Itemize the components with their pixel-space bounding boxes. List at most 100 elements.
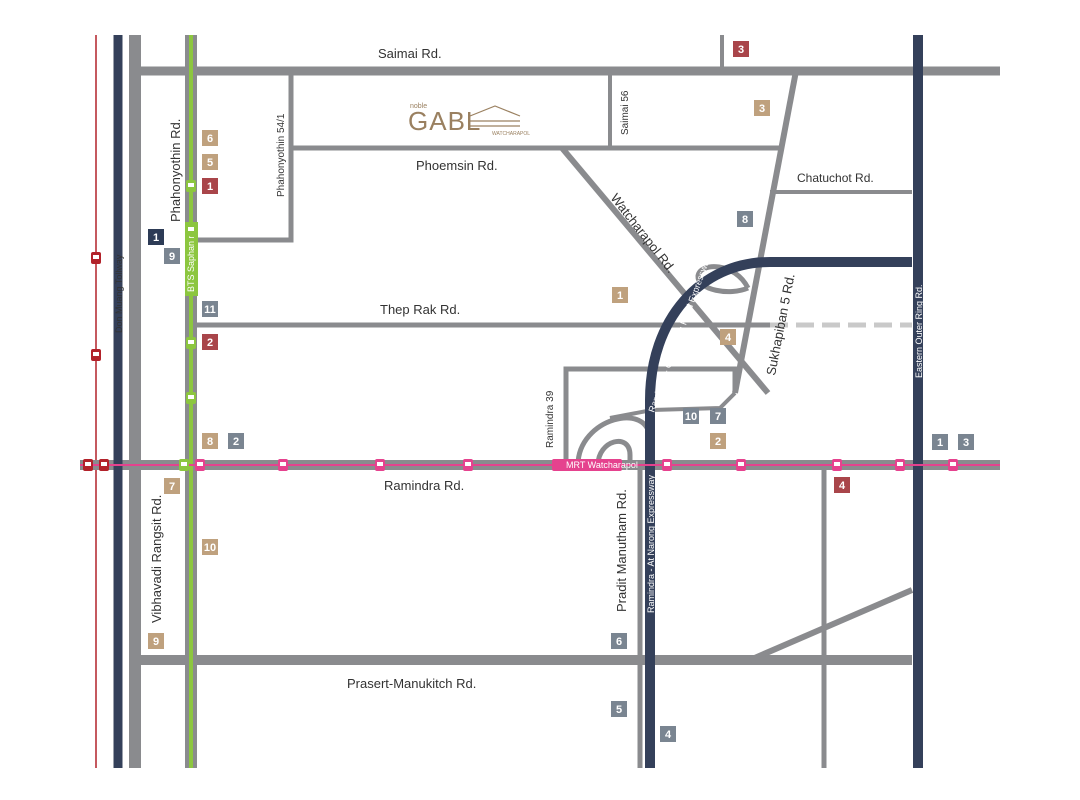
rail-station-icon [99,459,109,471]
mrt-station-icon [832,459,842,471]
mrt-watcharapol-platform [552,459,622,471]
badge-number: 6 [616,636,622,648]
number-badge: 1 [148,229,164,245]
label-phahonyothin: Phahonyothin Rd. [168,119,183,222]
number-badge: 11 [202,301,218,317]
bts-saphan-mai-platform [185,222,198,296]
bts-station-icon [186,224,196,236]
mrt-loop-inner [595,438,633,466]
bts-station-label: BTS Saphan mai [186,224,196,292]
watcharapol-road [559,146,771,395]
project-logo: noble GABL WATCHARAPOL [408,103,530,137]
badge-number: 3 [759,103,765,115]
bts-station-icon [186,392,196,404]
label-ramindra-39: Ramindra 39 [545,390,556,448]
mrt-station-icon [662,459,672,471]
mrt-station-icon [278,459,288,471]
badge-number: 8 [207,436,213,448]
rail-station-icon [83,459,93,471]
badge-number: 9 [169,251,175,263]
badge-number: 1 [153,232,159,244]
badge-number: 2 [207,337,213,349]
badge-number: 9 [153,636,159,648]
badge-number: 5 [616,704,622,716]
label-thep-rak: Thep Rak Rd. [380,302,460,317]
ramindra-outer-ring-expressway [645,257,912,768]
badge-number: 1 [207,181,213,193]
badge-number: 7 [169,481,175,493]
number-badge: 1 [202,178,218,194]
bts-station-icon [179,459,189,471]
project-brand: noble [410,103,427,110]
badge-number: 1 [617,290,623,302]
sukhapiban-5-road [732,70,799,394]
label-saimai: Saimai Rd. [378,46,442,61]
number-badge: 1 [612,287,628,303]
number-badge: 9 [164,248,180,264]
label-chatuchot: Chatuchot Rd. [797,171,874,185]
mrt-station-icon [736,459,746,471]
rail-station-icon [91,349,101,361]
label-watcharapol: Watcharapol Rd. [608,191,679,276]
number-badge: 2 [228,433,244,449]
number-badge: 9 [148,633,164,649]
number-badge: 4 [660,726,676,742]
number-badge: 1 [932,434,948,450]
badge-number: 3 [738,44,744,56]
rail-station-icon [91,252,101,264]
phahonyothin-54-1-road [192,71,294,243]
label-phoemsin: Phoemsin Rd. [416,158,498,173]
number-badge: 6 [611,633,627,649]
badge-number: 6 [207,133,213,145]
label-pradit: Pradit Manutham Rd. [614,489,629,612]
project-roof-icon [469,105,521,127]
number-badge: 3 [754,100,770,116]
mrt-station-icon [375,459,385,471]
project-name: GABL [408,106,481,136]
badge-number: 5 [207,157,213,169]
project-sub: WATCHARAPOL [492,131,530,137]
mrt-station-icon [948,459,958,471]
number-badge: 8 [202,433,218,449]
number-badge: 8 [737,211,753,227]
mrt-pink-line: MRT Watcharapol [80,459,1000,471]
number-badge: 4 [834,477,850,493]
badge-number: 2 [715,436,721,448]
badge-number: 8 [742,214,748,226]
number-badge: 2 [710,433,726,449]
mrt-station-label: MRT Watcharapol [566,460,638,470]
label-ramindra: Ramindra Rd. [384,478,464,493]
label-eastern-outer: Eastern Outer Ring Rd. [914,284,924,378]
badge-number: 1 [937,437,943,449]
badge-number: 3 [963,437,969,449]
bts-station-icon [186,337,196,349]
badge-number: 10 [204,542,216,554]
number-badge: 6 [202,130,218,146]
badge-number: 4 [665,729,672,741]
badge-number: 7 [715,411,721,423]
label-saimai-56: Saimai 56 [620,90,631,135]
number-badge: 5 [611,701,627,717]
number-badge: 4 [720,329,736,345]
south-east-diagonal [748,587,914,663]
badge-number: 2 [233,436,239,448]
mrt-station-icon [895,459,905,471]
label-vibhavadi: Vibhavadi Rangsit Rd. [149,495,164,623]
number-badge: 7 [164,478,180,494]
number-badge: 7 [710,408,726,424]
number-badge: 10 [683,408,699,424]
label-don-muang: Don Muang Tollway [114,254,124,333]
label-prasert: Prasert-Manukitch Rd. [347,676,476,691]
station-markers [83,180,958,471]
expressways [113,35,923,768]
number-badge: 2 [202,334,218,350]
road-labels: Saimai Rd. Phoemsin Rd. Chatuchot Rd. Th… [114,46,924,691]
badge-number: 4 [839,480,846,492]
number-badge: 10 [202,539,218,555]
badge-number: 10 [685,411,697,423]
mrt-station-icon [195,459,205,471]
number-badge: 3 [733,41,749,57]
number-badge: 3 [958,434,974,450]
label-phahonyothin-54-1: Phahonyothin 54/1 [276,113,287,197]
